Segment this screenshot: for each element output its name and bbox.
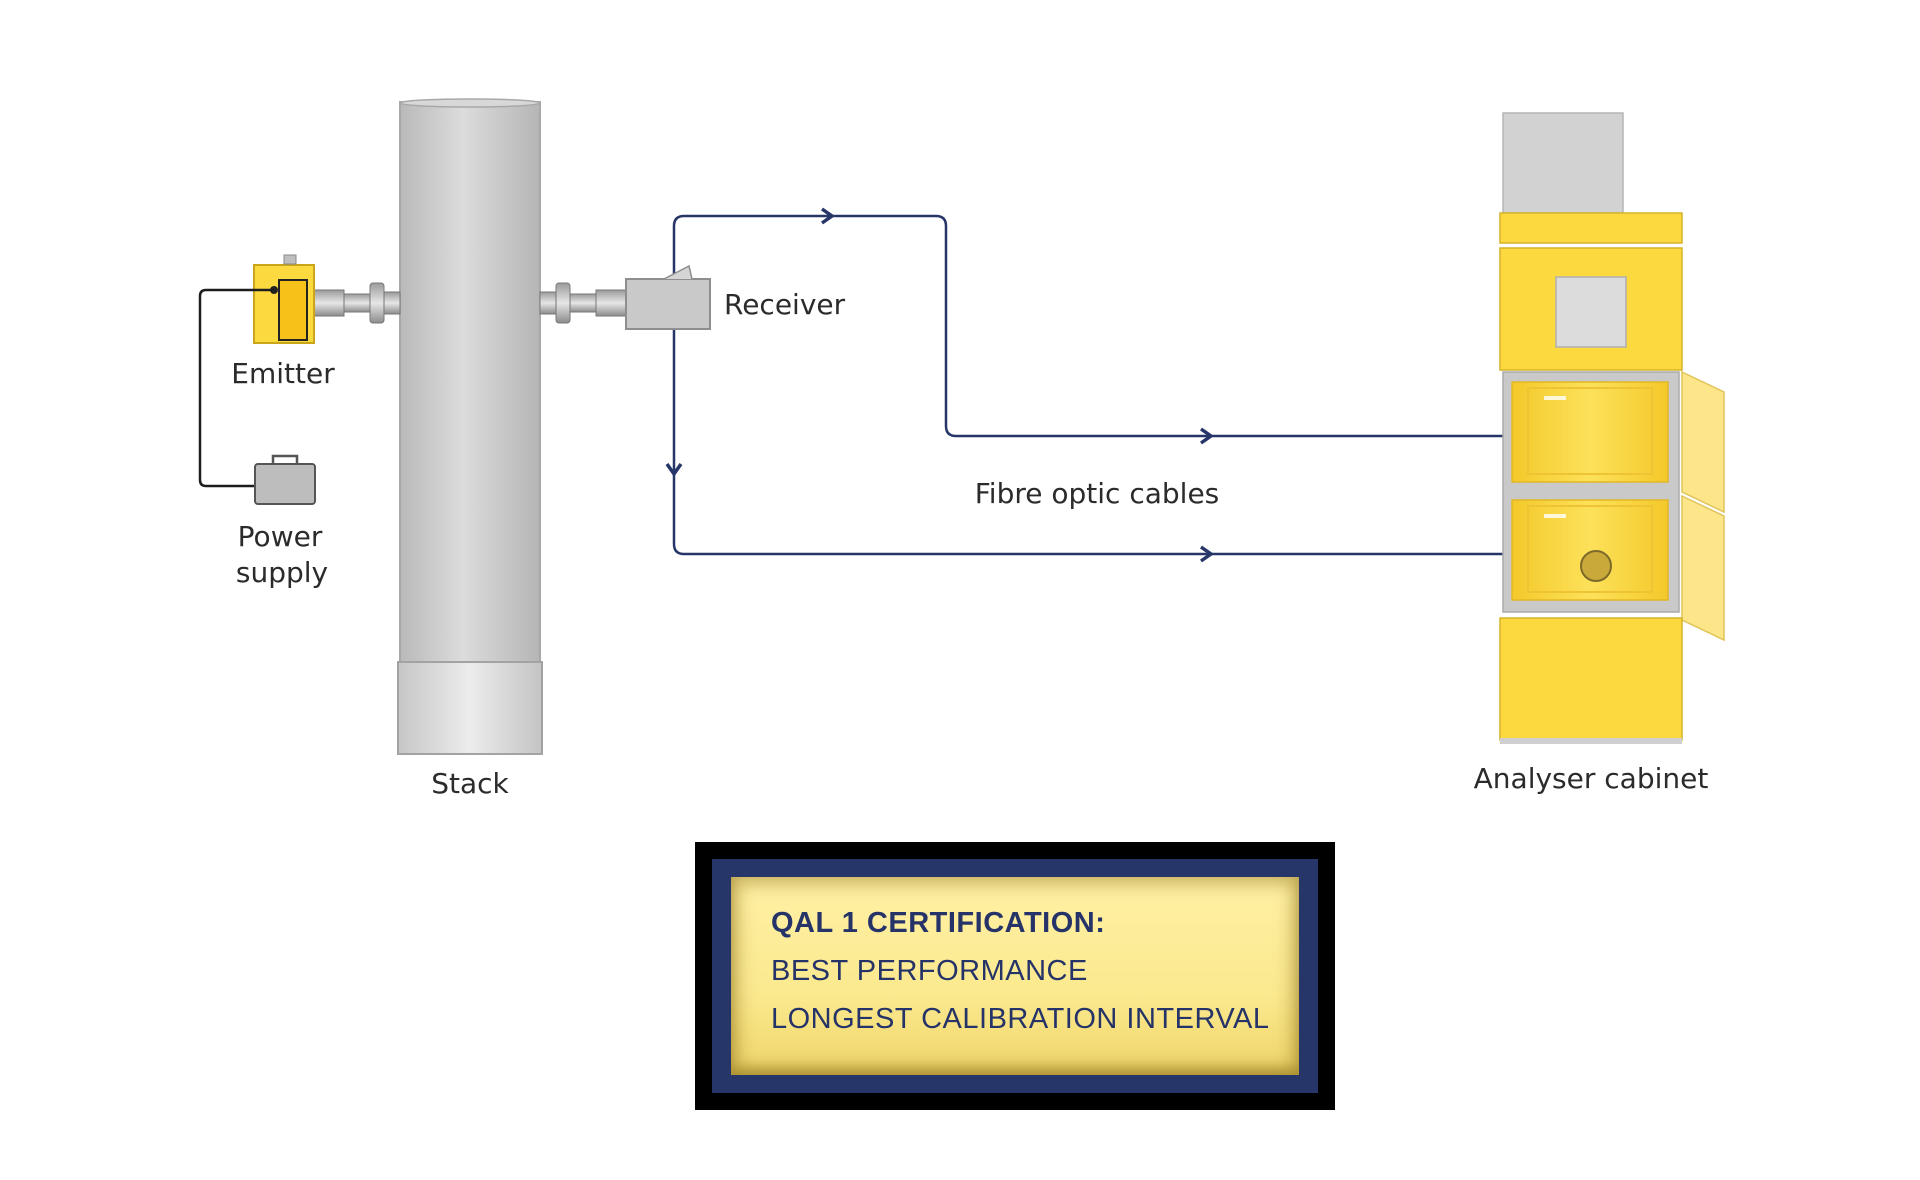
certification-panel-face: QAL 1 CERTIFICATION: BEST PERFORMANCE LO… [731,877,1299,1075]
power-cable [198,288,274,488]
indicator-lamp-icon [1580,550,1612,582]
certification-line-calibration: LONGEST CALIBRATION INTERVAL [771,1003,1270,1035]
power-supply-label-line1: Power [238,520,323,553]
cable-arrow-icon [1199,545,1215,563]
power-supply-label-line2: supply [236,556,328,589]
receiver-device [625,264,711,330]
certification-title: QAL 1 CERTIFICATION: [771,907,1106,939]
receiver-flange [539,282,627,324]
fibre-optic-cable-lower [665,296,1520,563]
fibre-optic-cables-label: Fibre optic cables [975,477,1220,510]
emitter-device [253,254,315,344]
certification-panel: QAL 1 CERTIFICATION: BEST PERFORMANCE LO… [695,842,1335,1110]
cable-arrow-icon [665,462,683,478]
certification-panel-border: QAL 1 CERTIFICATION: BEST PERFORMANCE LO… [712,859,1318,1093]
analyser-cabinet [1499,112,1725,744]
cable-arrow-icon [1199,427,1215,445]
analyser-cabinet-label: Analyser cabinet [1474,762,1709,795]
power-supply-case [254,454,316,505]
emitter-flange [313,282,401,324]
cable-arrow-icon [820,207,836,225]
stack-label: Stack [431,767,509,800]
emitter-label: Emitter [231,357,335,390]
stack-chimney [397,98,543,755]
certification-line-performance: BEST PERFORMANCE [771,955,1088,987]
receiver-label: Receiver [724,288,846,321]
fibre-optic-cable-upper [672,207,1520,445]
